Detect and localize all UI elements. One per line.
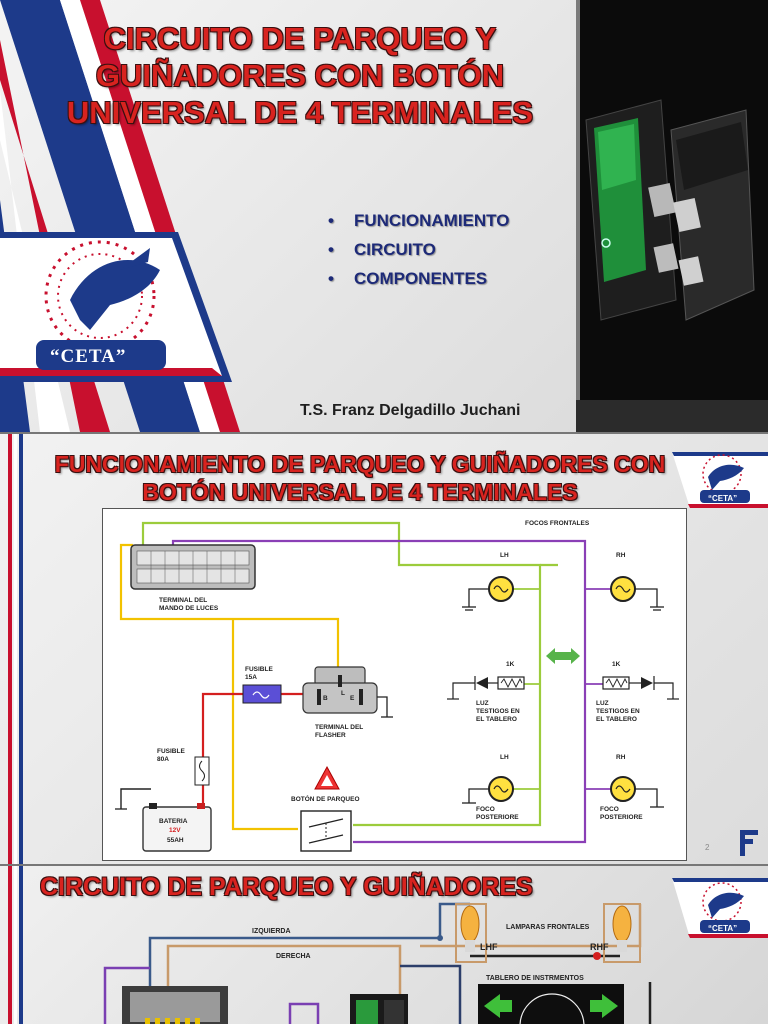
brand-f-icon	[740, 830, 758, 856]
label-flasher: FLASHER	[315, 732, 346, 739]
label-resistor: 1K	[506, 661, 515, 668]
label-terminal-mando: TERMINAL DEL	[159, 597, 207, 604]
label-luz: EL TABLERO	[596, 716, 637, 723]
wiring-diagram: TERMINAL DEL MANDO DE LUCES FOCOS FRONTA…	[115, 520, 679, 852]
slide3-decoration	[8, 866, 768, 1024]
slide-title-heading: FUNCIONAMIENTO DE PARQUEO Y GUIÑADORES C…	[54, 451, 666, 505]
double-arrow-icon	[546, 648, 580, 664]
pegasus-logo-icon	[44, 240, 160, 352]
label-foco: POSTERIORE	[476, 814, 519, 821]
battery-capacity: 55AH	[167, 837, 184, 844]
logo-text: “CETA”	[708, 494, 738, 503]
label-luz: TESTIGOS EN	[596, 708, 640, 715]
rocker-switch-photo	[350, 994, 408, 1024]
circuit-diagram: TERMINAL DEL MANDO DE LUCES FOCOS FRONTA…	[102, 508, 687, 861]
pegasus-logo-icon	[702, 882, 744, 922]
battery-voltage: 12V	[169, 827, 181, 834]
fuse-80a	[194, 756, 210, 786]
slide-circuit: CIRCUITO DE PARQUEO Y GUIÑADORES “CETA” …	[0, 864, 768, 1024]
bulb-icon	[610, 576, 664, 611]
battery	[142, 803, 212, 852]
label-rhf: RHF	[590, 942, 609, 952]
label-terminal-mando: MANDO DE LUCES	[159, 605, 219, 612]
slide1-decoration	[0, 0, 240, 432]
label-fusible-15: 15A	[245, 674, 257, 681]
label-foco: FOCO	[476, 806, 495, 813]
topic-item: COMPONENTES	[328, 264, 509, 293]
slide-title-heading: CIRCUITO DE PARQUEO Y GUIÑADORES	[40, 873, 533, 901]
label-luz: TESTIGOS EN	[476, 708, 520, 715]
label-izquierda: IZQUIERDA	[252, 928, 291, 935]
label-rh: RH	[616, 754, 626, 761]
label-foco: FOCO	[600, 806, 619, 813]
label-luz: LUZ	[596, 700, 609, 707]
resistor-led-left	[447, 676, 525, 700]
bulb-icon	[610, 776, 664, 808]
label-lh: LH	[500, 552, 509, 559]
label-boton: BOTÓN DE PARQUEO	[291, 794, 360, 803]
parking-button-switch	[300, 810, 352, 852]
page-title: CIRCUITO DE PARQUEO Y GUIÑADORES CON BOT…	[66, 21, 534, 130]
logo-text: “CETA”	[50, 346, 127, 367]
bulb-icon	[455, 903, 487, 963]
hazard-triangle-icon	[314, 765, 340, 790]
connector-photo	[122, 986, 228, 1024]
label-luz: EL TABLERO	[476, 716, 517, 723]
pin-e: E	[350, 695, 355, 702]
pegasus-logo-icon	[702, 454, 744, 494]
pin-b: B	[323, 695, 328, 702]
rocker-switch-photo	[576, 0, 768, 432]
label-flasher: TERMINAL DEL	[315, 724, 363, 731]
label-fusible-80: 80A	[157, 756, 169, 763]
bulb-icon	[603, 903, 641, 963]
label-rh: RH	[616, 552, 626, 559]
slide-title: CIRCUITO DE PARQUEO Y GUIÑADORES CON BOT…	[0, 0, 768, 432]
author-name: T.S. Franz Delgadillo Juchani	[300, 402, 521, 419]
label-luz: LUZ	[476, 700, 489, 707]
fuse-15a	[242, 684, 282, 704]
label-lhf: LHF	[480, 942, 498, 952]
brand-f-icon	[156, 398, 176, 426]
label-fusible-80: FUSIBLE	[157, 748, 185, 755]
page-number: 2	[705, 843, 710, 852]
logo-text: “CETA”	[708, 924, 738, 933]
label-tablero: TABLERO DE INSTRMENTOS	[486, 975, 584, 982]
topic-item: CIRCUITO	[328, 235, 509, 264]
slide3-labels: IZQUIERDA DERECHA LAMPARAS FRONTALES LHF…	[252, 924, 609, 982]
label-fusible-15: FUSIBLE	[245, 666, 273, 673]
pin-l: L	[341, 690, 345, 697]
flasher-terminal	[302, 666, 378, 714]
label-lh: LH	[500, 754, 509, 761]
resistor-led-right	[602, 676, 679, 700]
label-focos-frontales: FOCOS FRONTALES	[525, 520, 590, 527]
topic-list: FUNCIONAMIENTO CIRCUITO COMPONENTES	[328, 206, 510, 293]
label-resistor: 1K	[612, 661, 621, 668]
topic-item: FUNCIONAMIENTO	[328, 206, 510, 235]
bulb-icon	[462, 776, 514, 804]
battery-label: BATERIA	[159, 818, 188, 825]
slide-functioning: FUNCIONAMIENTO DE PARQUEO Y GUIÑADORES C…	[0, 432, 768, 864]
light-switch-connector	[130, 544, 256, 590]
instrument-panel	[478, 984, 624, 1024]
bulb-icon	[462, 576, 514, 611]
label-derecha: DERECHA	[276, 953, 311, 960]
label-foco: POSTERIORE	[600, 814, 643, 821]
label-lamparas: LAMPARAS FRONTALES	[506, 924, 590, 931]
slide2-decoration	[8, 434, 768, 864]
